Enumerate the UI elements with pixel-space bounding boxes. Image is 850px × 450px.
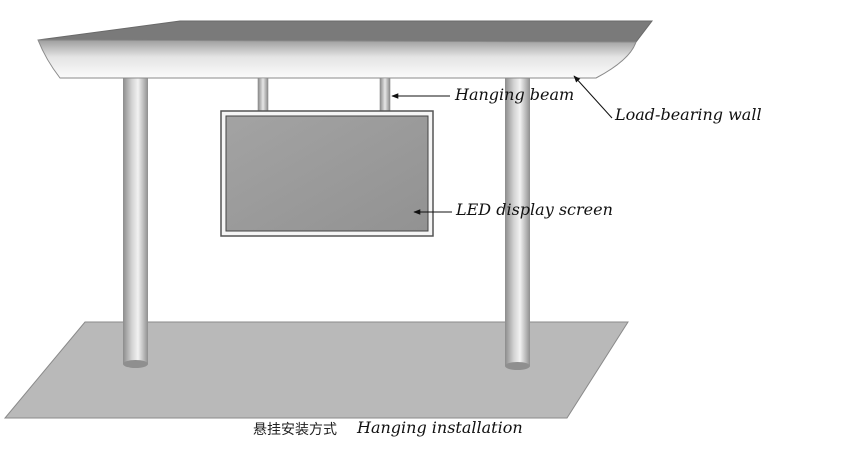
led-screen-label: LED display screen <box>455 200 613 219</box>
hanging-rod-left <box>257 77 269 114</box>
caption-english: Hanging installation <box>356 418 523 437</box>
ground-slab <box>3 321 629 419</box>
led-display-screen <box>220 110 434 237</box>
roof-canopy <box>37 20 654 79</box>
left-pillar <box>123 76 148 368</box>
caption-chinese: 悬挂安装方式 <box>253 422 337 438</box>
load-bearing-wall-arrow <box>573 75 613 119</box>
hanging-beam-label: Hanging beam <box>454 85 574 104</box>
hanging-rod-right <box>379 77 391 114</box>
right-pillar <box>505 76 530 370</box>
load-bearing-wall-label: Load-bearing wall <box>614 105 762 124</box>
